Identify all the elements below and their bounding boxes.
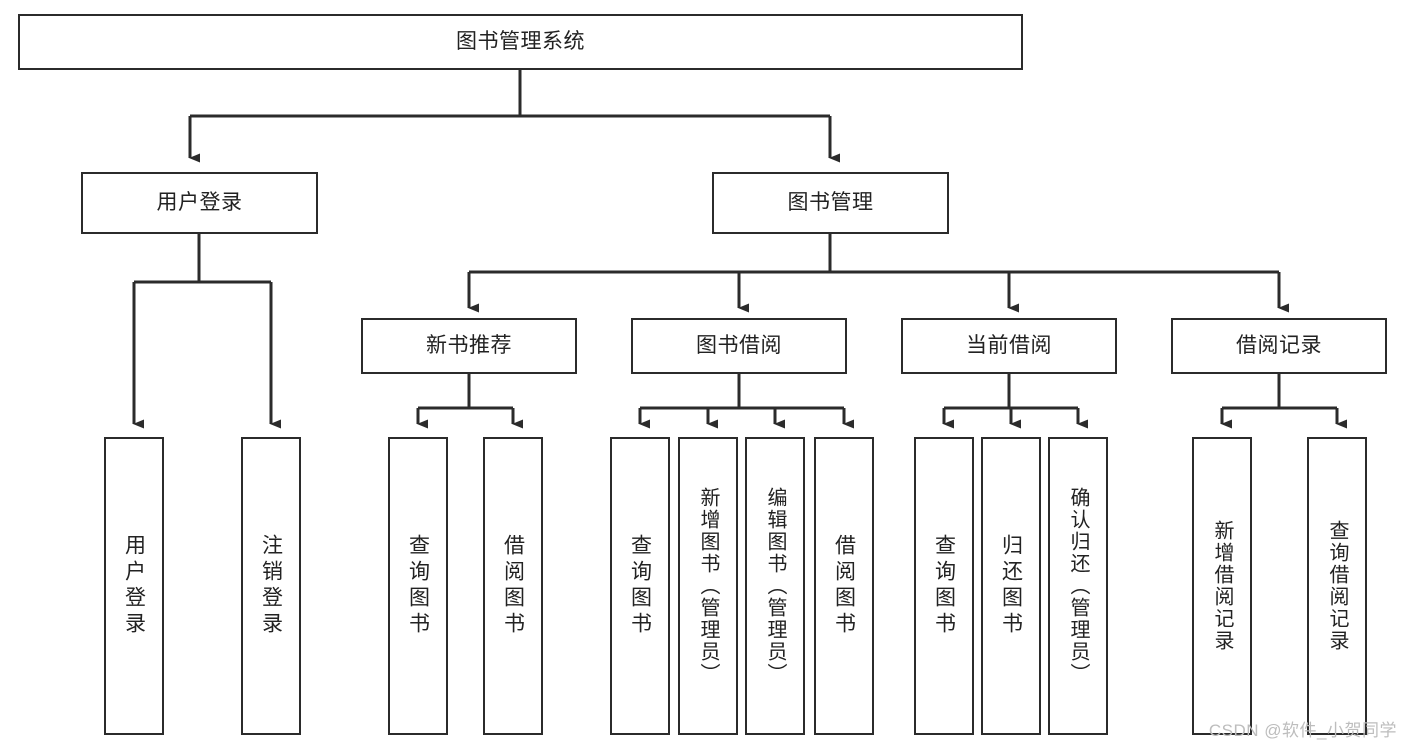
node-leaf-query-borrow-record[interactable]: 查询借阅记录: [1307, 437, 1367, 735]
node-label: 查询图书: [628, 534, 652, 638]
node-leaf-logout-login[interactable]: 注销登录: [241, 437, 301, 735]
node-leaf-borrow-book[interactable]: 借阅图书: [814, 437, 874, 735]
node-label: 新增借阅记录: [1211, 520, 1233, 652]
node-label: 用户登录: [122, 534, 146, 638]
node-leaf-query-book-recommend[interactable]: 查询图书: [388, 437, 448, 735]
node-label: 查询图书: [932, 534, 956, 638]
node-book-management-system[interactable]: 图书管理系统: [18, 14, 1023, 70]
node-label: 新书推荐: [426, 333, 512, 357]
node-leaf-query-book-current[interactable]: 查询图书: [914, 437, 974, 735]
csdn-watermark: CSDN @软件_小贺同学: [1208, 721, 1397, 740]
node-borrow-record[interactable]: 借阅记录: [1171, 318, 1387, 374]
node-label: 归还图书: [999, 534, 1023, 638]
node-leaf-confirm-return-admin[interactable]: 确认归还（管理员）: [1048, 437, 1108, 735]
node-label: 编辑图书（管理员）: [764, 487, 786, 685]
node-label: 借阅记录: [1236, 333, 1322, 357]
node-leaf-user-login[interactable]: 用户登录: [104, 437, 164, 735]
node-leaf-add-borrow-record[interactable]: 新增借阅记录: [1192, 437, 1252, 735]
node-label: 当前借阅: [966, 333, 1052, 357]
node-leaf-borrow-book-recommend[interactable]: 借阅图书: [483, 437, 543, 735]
node-label: 图书管理系统: [456, 29, 585, 53]
node-leaf-query-book-borrow[interactable]: 查询图书: [610, 437, 670, 735]
node-new-book-recommend[interactable]: 新书推荐: [361, 318, 577, 374]
node-label: 查询图书: [406, 534, 430, 638]
node-label: 借阅图书: [832, 534, 856, 638]
node-user-login[interactable]: 用户登录: [81, 172, 318, 234]
node-leaf-edit-book-admin[interactable]: 编辑图书（管理员）: [745, 437, 805, 735]
node-label: 借阅图书: [501, 534, 525, 638]
node-label: 图书借阅: [696, 333, 782, 357]
node-book-borrow[interactable]: 图书借阅: [631, 318, 847, 374]
node-label: 查询借阅记录: [1326, 520, 1348, 652]
node-book-management[interactable]: 图书管理: [712, 172, 949, 234]
node-leaf-return-book[interactable]: 归还图书: [981, 437, 1041, 735]
node-label: 确认归还（管理员）: [1067, 487, 1089, 685]
node-label: 新增图书（管理员）: [697, 487, 719, 685]
node-label: 注销登录: [259, 534, 283, 638]
node-leaf-add-book-admin[interactable]: 新增图书（管理员）: [678, 437, 738, 735]
node-label: 用户登录: [156, 190, 243, 214]
node-label: 图书管理: [787, 190, 874, 214]
node-current-borrow[interactable]: 当前借阅: [901, 318, 1117, 374]
